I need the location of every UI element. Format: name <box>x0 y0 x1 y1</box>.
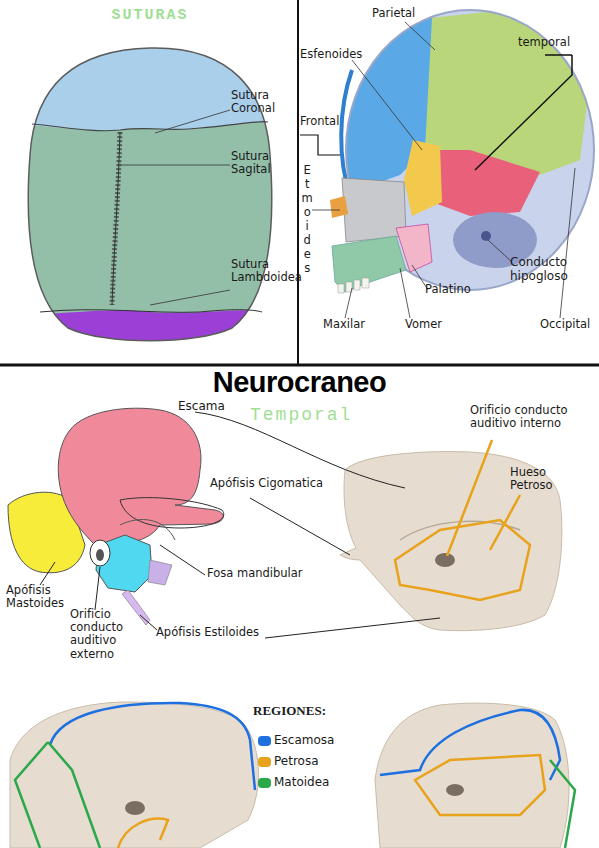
panel-heading: SUTURAS <box>85 7 215 24</box>
petrous-outline <box>395 520 530 600</box>
legend-swatch <box>258 778 271 788</box>
legend-item: Escamosa <box>258 730 334 751</box>
external-acoustic-meatus <box>90 540 110 566</box>
internal-acoustic-meatus <box>435 553 455 567</box>
sagittal-suture <box>112 132 120 305</box>
leader-line <box>545 54 572 56</box>
skull-lateral-view <box>330 0 599 300</box>
lambdoid-suture <box>40 310 262 313</box>
leader-line <box>95 567 100 610</box>
skull-top-view <box>0 40 300 350</box>
part-label: Orificio conducto auditivo interno <box>470 404 582 430</box>
part-label: Orificio conducto auditivo externo <box>70 608 132 661</box>
temporal-bone-photo <box>375 703 569 848</box>
temporal-bone-photo <box>10 702 258 848</box>
leader-line <box>265 618 440 638</box>
leader-line <box>490 495 520 550</box>
page-title: Neurocraneo <box>0 366 599 399</box>
leader-line <box>560 168 575 318</box>
part-label: Apófisis Mastoides <box>6 584 70 610</box>
zygomatic-process <box>120 498 224 528</box>
bone-label: temporal <box>518 36 570 49</box>
legend-swatch <box>258 757 271 767</box>
parietal-region <box>0 40 300 350</box>
legend-item: Petrosa <box>258 751 334 772</box>
petrous-outline <box>118 819 168 848</box>
bone-label: Palatino <box>425 283 471 296</box>
legend-item: Matoidea <box>258 772 334 793</box>
maxilla-bone <box>332 236 406 292</box>
bone-label: Parietal <box>372 7 415 20</box>
bone-label: Etmoides <box>300 163 313 275</box>
leader-line <box>312 210 340 211</box>
sphenoid-bone <box>404 140 442 216</box>
tooth <box>354 280 360 290</box>
mastoid-outline <box>550 760 575 848</box>
occipital-region <box>0 310 300 350</box>
tooth <box>338 284 344 293</box>
petrous-outline <box>415 755 545 815</box>
bone-label: Maxilar <box>323 318 365 331</box>
hypoglossal-canal <box>481 231 491 241</box>
leader-line <box>300 135 340 155</box>
internal-acoustic-meatus <box>446 784 464 796</box>
frontal-edge <box>341 70 352 195</box>
meatus-opening <box>96 549 104 561</box>
legend: EscamosaPetrosaMatoidea <box>258 730 334 793</box>
leader-line <box>120 165 230 166</box>
leader-line <box>150 290 230 305</box>
leader-line <box>140 615 157 630</box>
leader-line <box>160 545 205 575</box>
nasal-bone <box>330 196 348 218</box>
legend-heading: REGIONES: <box>253 704 326 719</box>
leader-line <box>405 22 435 50</box>
parietal-bone <box>425 0 599 175</box>
leader-line <box>475 55 572 170</box>
legend-text: Petrosa <box>274 755 319 769</box>
leader-line <box>345 288 352 318</box>
part-label: Fosa mandibular <box>207 567 303 580</box>
suture-label: Sutura Lambdoidea <box>231 258 299 284</box>
leader-line <box>447 440 492 556</box>
tooth <box>362 278 369 288</box>
squamous-part <box>58 408 223 545</box>
temporal-bone <box>428 150 540 216</box>
leader-line <box>40 562 55 585</box>
part-label: Escama <box>178 400 225 414</box>
frontal-region <box>0 40 300 131</box>
part-label: Apófisis Cigomatica <box>210 477 323 490</box>
part-label: Apófisis Estiloides <box>156 626 259 639</box>
bone-label: Occipital <box>540 318 590 331</box>
squamous-outline <box>50 703 255 790</box>
ethmoid-bone <box>342 178 406 242</box>
leader-line <box>250 498 350 555</box>
mastoid-outline <box>15 742 100 848</box>
bone-label: Frontal <box>300 115 339 128</box>
bone-label: Vomer <box>405 318 442 331</box>
teeth <box>338 278 369 293</box>
leader-line <box>352 60 422 150</box>
panel-divider <box>297 0 299 365</box>
part-label: Hueso Petroso <box>510 466 565 492</box>
bone-label: Esfenoides <box>300 48 362 61</box>
suture-label: Sutura Sagital <box>231 150 286 176</box>
coronal-suture <box>32 122 268 131</box>
petrous-part <box>148 560 172 585</box>
suture-label: Sutura Coronal <box>231 89 286 115</box>
legend-text: Matoidea <box>274 776 329 790</box>
leader-line <box>400 268 410 318</box>
part-label: Conducto hipogloso <box>510 256 582 284</box>
meatus-opening <box>125 801 145 815</box>
squamous-outline <box>380 710 560 780</box>
legend-swatch <box>258 736 271 746</box>
sagittal-suture <box>112 132 120 305</box>
leader-line <box>155 110 230 133</box>
section-subtitle: Temporal <box>250 405 400 426</box>
legend-text: Escamosa <box>274 734 334 748</box>
leader-line <box>488 240 512 262</box>
